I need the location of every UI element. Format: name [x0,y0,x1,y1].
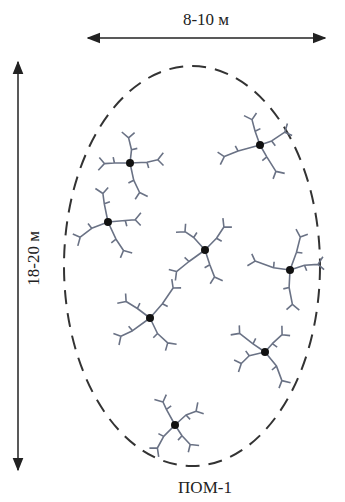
trip-wire [117,294,150,319]
mine-symbol [146,314,154,322]
trip-wire [128,163,147,199]
length-label: 18-20 м [25,228,44,289]
trip-wire [176,224,205,250]
trip-wire [113,318,150,345]
trip-wire [265,326,290,352]
trip-wire [218,145,260,165]
trip-wire [73,222,108,246]
trip-wire [247,254,290,270]
mine-symbol [256,141,264,149]
caption: ПОМ-1 [175,479,235,498]
mine-symbol [104,218,112,226]
trip-wire [150,318,177,351]
length-dimension [17,62,19,470]
trip-wire [290,229,308,270]
width-dimension [88,37,325,39]
trip-wire [169,250,205,281]
trip-wire [154,395,175,425]
mine-symbol [126,159,134,167]
trip-wire [205,218,232,250]
mines [73,113,324,457]
trip-wire [290,257,324,271]
trip-wire [244,113,260,145]
trip-wire [95,188,110,223]
mine-symbol [171,421,179,429]
trip-wire [260,145,285,179]
width-label: 8-10 м [180,11,232,30]
mine-symbol [201,246,209,254]
trip-wire [283,270,299,310]
trip-wire [234,351,265,372]
mine-symbol [286,266,294,274]
trip-wire [175,402,204,425]
trip-wire [108,222,132,258]
mine-symbol [261,348,269,356]
trip-wire [175,425,199,452]
minefield-boundary [64,66,320,466]
trip-wire [98,157,130,170]
trip-wire [205,250,223,284]
trip-wire [130,153,164,168]
trip-wire [108,213,141,227]
trip-wire [265,352,291,388]
trip-wire [260,124,292,146]
trip-wire [149,425,175,457]
trip-wire [122,132,138,163]
trip-wire [231,325,265,352]
trip-wire [150,279,181,318]
